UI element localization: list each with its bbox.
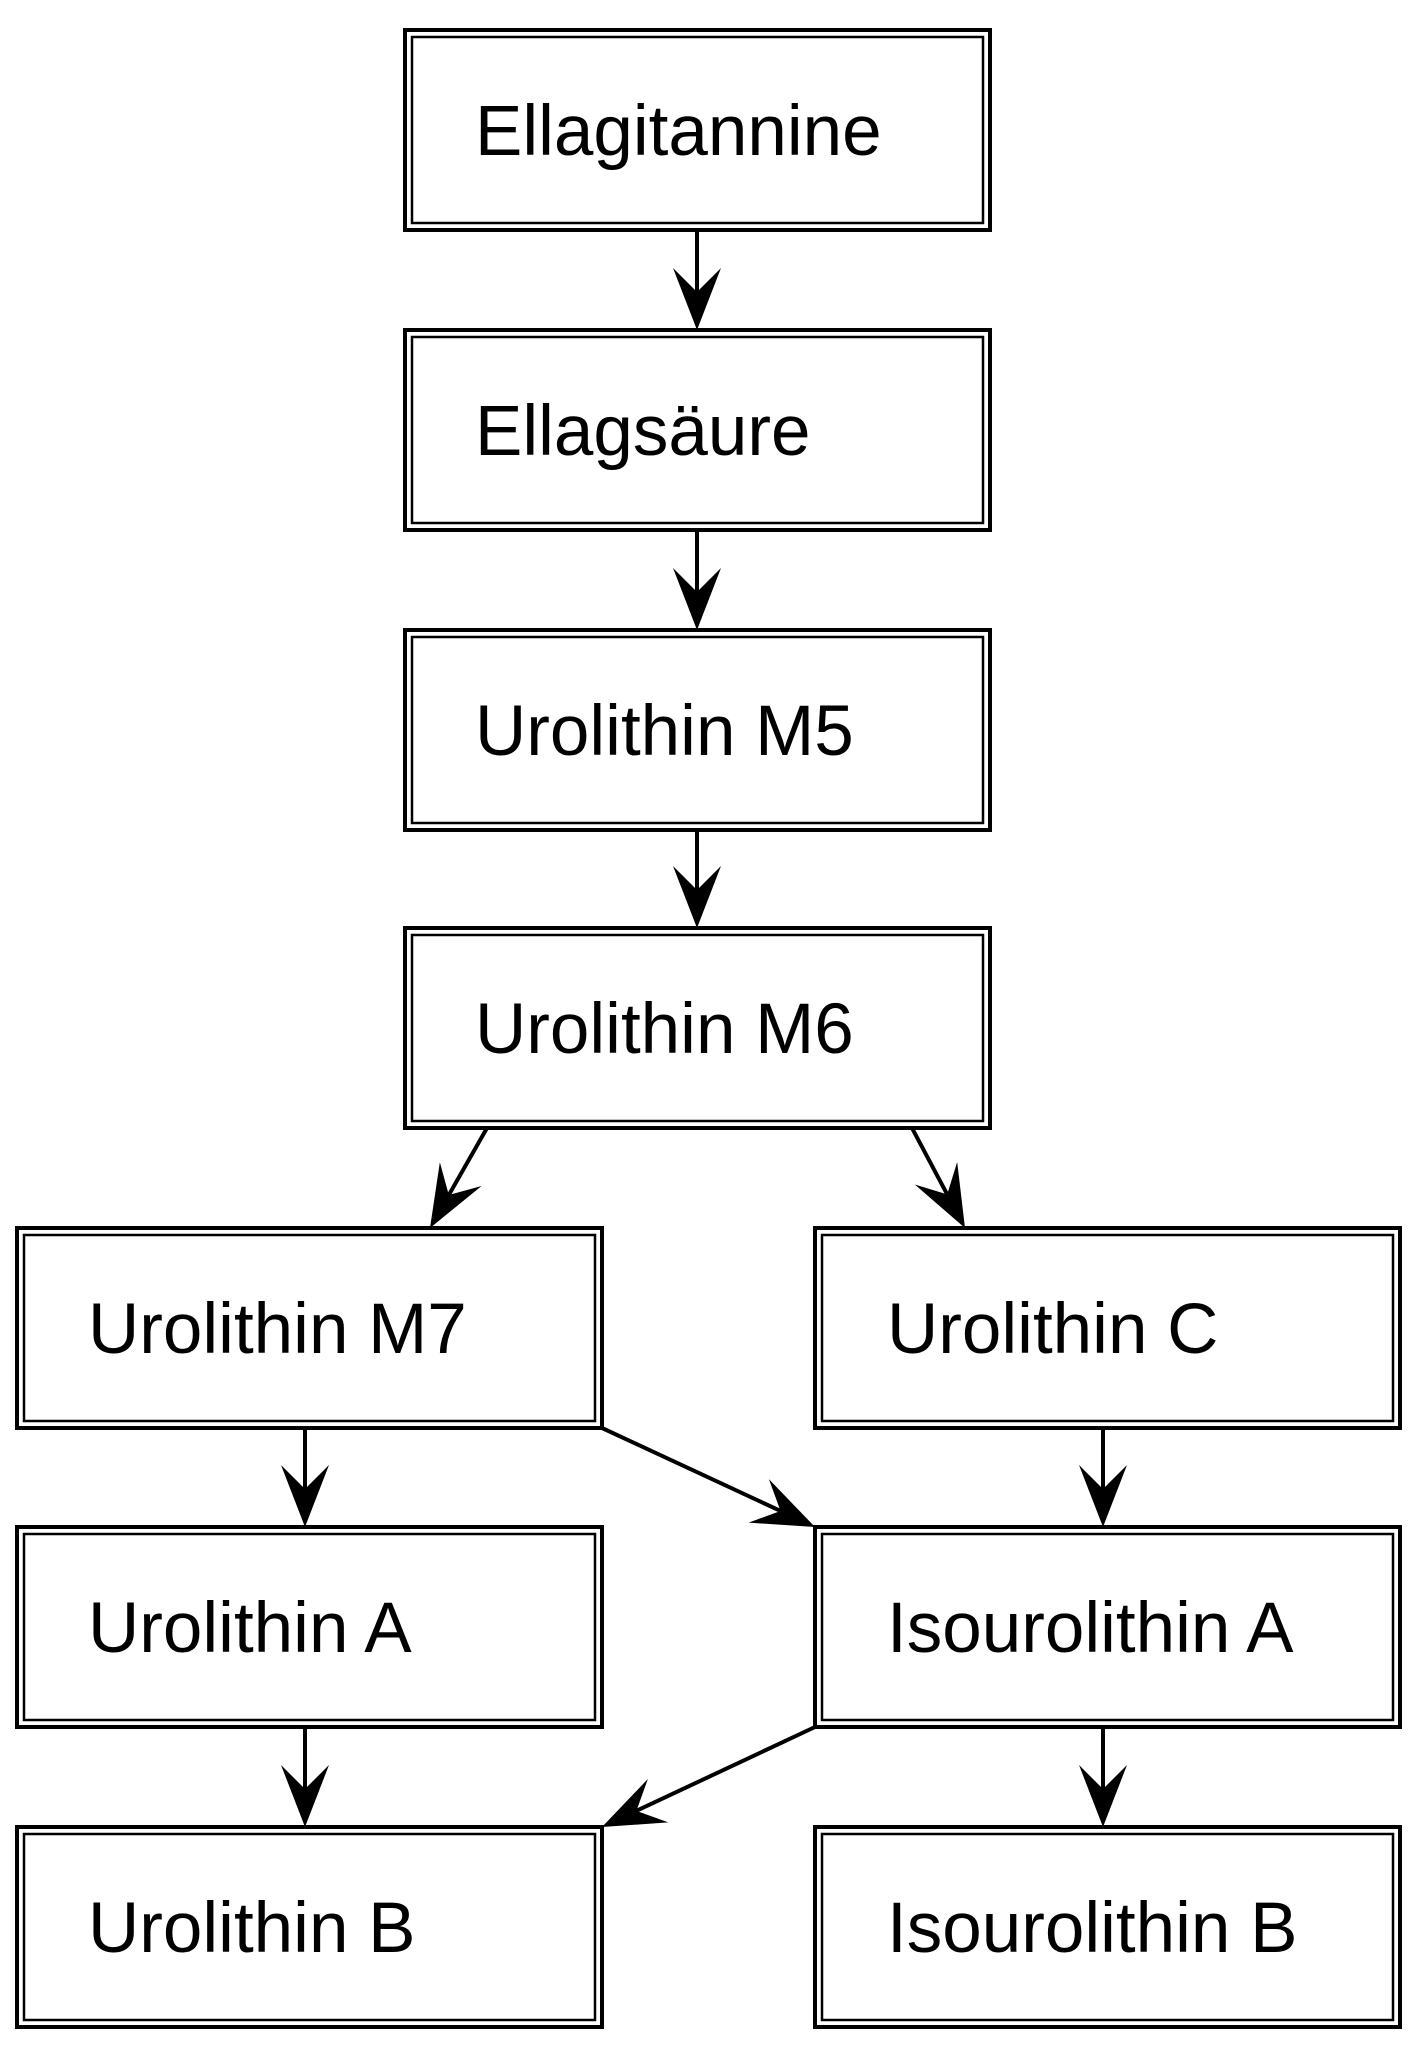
node-box-inner bbox=[410, 635, 985, 825]
edge-urolithin-m6-to-urolithin-m7 bbox=[430, 1127, 489, 1228]
edges-layer bbox=[281, 230, 1127, 1827]
edge-urolithin-m7-to-urolithin-a bbox=[281, 1428, 329, 1527]
node-box-outer bbox=[15, 1525, 604, 1729]
edge-isourolithin-a-to-urolithin-b bbox=[602, 1725, 816, 1827]
node-box-outer bbox=[403, 628, 992, 832]
node-box-outer bbox=[813, 1226, 1402, 1430]
node-box-outer bbox=[15, 1825, 604, 2029]
node-box-outer bbox=[813, 1525, 1402, 1729]
node-label: Urolithin M7 bbox=[88, 1290, 467, 1369]
node-urolithin-m6: Urolithin M6 bbox=[403, 926, 992, 1130]
arrow-head-icon bbox=[1079, 1465, 1127, 1527]
arrow-line bbox=[910, 1127, 949, 1196]
node-label: Urolithin M6 bbox=[475, 990, 854, 1069]
node-box-outer bbox=[403, 28, 992, 232]
arrow-line bbox=[447, 1127, 489, 1196]
node-box-inner bbox=[22, 1233, 597, 1423]
node-urolithin-b: Urolithin B bbox=[15, 1825, 604, 2029]
edge-urolithin-m6-to-urolithin-c bbox=[910, 1127, 965, 1228]
node-box-inner bbox=[410, 933, 985, 1123]
edge-urolithin-m5-to-urolithin-m6 bbox=[673, 830, 721, 928]
arrow-head-icon bbox=[281, 1465, 329, 1527]
node-box-inner bbox=[22, 1532, 597, 1722]
edge-urolithin-c-to-isourolithin-a bbox=[1079, 1428, 1127, 1527]
node-label: Urolithin C bbox=[887, 1290, 1218, 1369]
edge-urolithin-m7-to-isourolithin-a bbox=[601, 1426, 815, 1527]
node-label: Urolithin A bbox=[88, 1589, 412, 1668]
arrow-head-icon bbox=[748, 1479, 815, 1527]
arrow-head-icon bbox=[430, 1162, 482, 1228]
edge-urolithin-a-to-urolithin-b bbox=[281, 1727, 329, 1827]
node-box-outer bbox=[813, 1825, 1402, 2029]
arrow-head-icon bbox=[673, 568, 721, 630]
arrow-head-icon bbox=[673, 866, 721, 928]
arrow-head-icon bbox=[673, 268, 721, 330]
node-ellagsaeure: Ellagsäure bbox=[403, 328, 992, 532]
node-urolithin-m7: Urolithin M7 bbox=[15, 1226, 604, 1430]
node-label: Isourolithin A bbox=[887, 1589, 1294, 1668]
edge-isourolithin-a-to-isourolithin-b bbox=[1079, 1727, 1127, 1827]
arrow-head-icon bbox=[602, 1778, 669, 1827]
node-box-inner bbox=[410, 35, 985, 225]
arrow-head-icon bbox=[1079, 1765, 1127, 1827]
arrow-head-icon bbox=[914, 1161, 965, 1228]
arrow-line bbox=[635, 1725, 816, 1813]
node-isourolithin-a: Isourolithin A bbox=[813, 1525, 1402, 1729]
node-ellagitannine: Ellagitannine bbox=[403, 28, 992, 232]
node-box-inner bbox=[820, 1532, 1395, 1722]
node-box-outer bbox=[403, 328, 992, 532]
node-label: Urolithin M5 bbox=[475, 692, 854, 771]
node-box-inner bbox=[820, 1233, 1395, 1423]
node-box-outer bbox=[15, 1226, 604, 1430]
node-urolithin-a: Urolithin A bbox=[15, 1525, 604, 1729]
node-box-inner bbox=[410, 335, 985, 525]
node-label: Ellagitannine bbox=[475, 92, 882, 171]
node-box-outer bbox=[403, 926, 992, 1130]
node-box-inner bbox=[22, 1832, 597, 2022]
edge-ellagsaeure-to-urolithin-m5 bbox=[673, 530, 721, 630]
node-urolithin-c: Urolithin C bbox=[813, 1226, 1402, 1430]
node-label: Ellagsäure bbox=[475, 392, 810, 471]
node-box-inner bbox=[820, 1832, 1395, 2022]
node-label: Isourolithin B bbox=[887, 1889, 1297, 1968]
node-isourolithin-b: Isourolithin B bbox=[813, 1825, 1402, 2029]
node-urolithin-m5: Urolithin M5 bbox=[403, 628, 992, 832]
arrow-head-icon bbox=[281, 1765, 329, 1827]
node-label: Urolithin B bbox=[88, 1889, 416, 1968]
arrow-line bbox=[601, 1426, 782, 1513]
edge-ellagitannine-to-ellagsaeure bbox=[673, 230, 721, 330]
